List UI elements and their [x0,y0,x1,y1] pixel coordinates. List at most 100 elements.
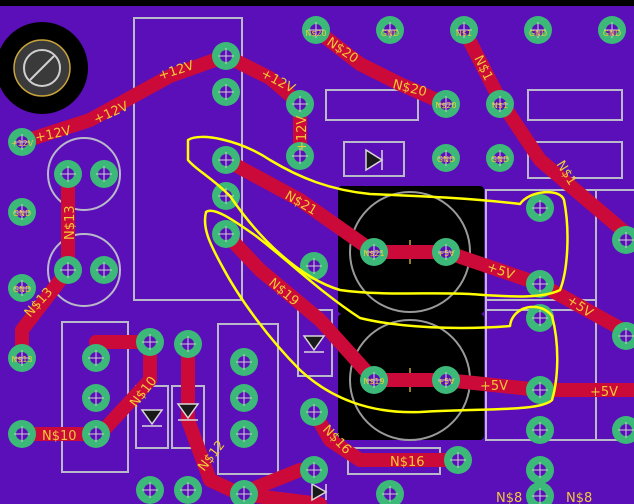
cap-outline-left1 [47,137,121,211]
pcb-pad [54,256,82,284]
diode-symbol-icon [302,335,326,353]
pcb-pad [174,476,202,504]
pcb-pad [174,330,202,358]
padlabel-cap2-n19: N$19 [363,377,384,386]
pcb-pad [136,328,164,356]
pcb-pad [450,16,478,44]
padlabel-top-n1: N$1 [456,29,472,38]
padlabel-top-n20: N$20 [305,29,326,38]
pcb-pad [212,42,240,70]
trace-n20 [309,23,453,111]
padlabel-gnd-mid2: GND [491,155,509,164]
pcb-pad [8,344,36,372]
diode-outline-top [343,141,405,177]
padlabel-n1-mid: N$1 [492,101,508,110]
padlabel-cap1-5v: +5V [437,249,455,258]
pcb-pad [432,90,460,118]
pads-layer [8,16,634,504]
label-n8-a: N$8 [496,491,522,504]
padlabel-12v: +12V [11,139,34,148]
highlight-n19-loop [203,209,559,414]
pcb-pad [230,384,258,412]
board-top-edge [0,0,634,6]
label-12v-c: +12V [34,124,73,146]
resistor-outline-top2 [527,89,623,121]
resistor-outline-top1 [325,89,419,121]
mounting-hole-icon [0,22,88,114]
ic-outline [133,17,243,301]
pcb-pad [90,256,118,284]
pcb-pad [612,226,634,254]
label-n10: N$10 [42,429,77,444]
padlabel-cap2-5v: +5V [437,377,455,386]
label-5v-c: +5V [480,379,508,394]
trace-n10 [15,335,157,441]
pcb-pad [230,480,258,504]
diode-symbol-icon [365,148,384,172]
trace-n1 [457,23,634,247]
diode-symbol-icon [176,403,200,421]
pcb-pad [526,482,554,504]
pcb-pad [432,366,460,394]
pcb-pad [8,128,36,156]
pcb-pad [300,252,328,280]
pcb-pad [8,198,36,226]
padlabel-gnd-left: GND [13,209,31,218]
pcb-pad [526,456,554,484]
pcb-pad [212,78,240,106]
pcb-pad [8,420,36,448]
diode-symbol-icon [140,409,164,427]
pcb-pad [376,480,404,504]
pcb-pad [300,398,328,426]
pcb-pad [8,274,36,302]
label-n13: N$13 [63,205,78,240]
pad-labels: N$20 GND N$1 GND GND +12V GND GND N$13 N… [11,29,621,386]
pcb-pad [612,416,634,444]
transistor-outline-2 [217,323,279,475]
pcb-pad [286,142,314,170]
pcb-pad [360,366,388,394]
cap-outline-left2 [47,233,121,307]
pcb-pad [526,416,554,444]
padlabel-gnd-left2: GND [13,285,31,294]
trace-n16 [307,405,465,467]
trace-n12 [181,337,307,501]
pcb-pad [376,16,404,44]
pcb-pad [486,144,514,172]
pcb-pad [360,238,388,266]
pcb-pad [212,146,240,174]
padlabel-top-gnd1: GND [381,29,399,38]
pcb-pad [54,160,82,188]
padlabel-n13: N$13 [11,355,32,364]
padlabel-gnd-mid1: GND [437,155,455,164]
label-12v-e: +12V [295,116,310,152]
pcb-pad [136,476,164,504]
pcb-pad [230,348,258,376]
pcb-pad [82,420,110,448]
pcb-pad [302,16,330,44]
pcb-pad [526,376,554,404]
pcb-pad [212,220,240,248]
pcb-pad [526,194,554,222]
pcb-pad [432,238,460,266]
padlabel-cap1-n21: N$21 [363,249,384,258]
pcb-pad [90,160,118,188]
resistor-outline-right [527,141,623,179]
padlabel-top-gnd2: GND [529,29,547,38]
pcb-pad [486,90,514,118]
padlabel-top-gnd3: GND [603,29,621,38]
pcb-pad [230,420,258,448]
pcb-pad [432,144,460,172]
electrolytic-capacitor-icon [349,191,471,313]
padlabel-n20-mid: N$20 [435,101,456,110]
pcb-pad [524,16,552,44]
pcb-pad [286,90,314,118]
label-5v-d: +5V [590,385,618,400]
highlight-annotations [186,135,569,414]
label-n8-b: N$8 [566,491,592,504]
pcb-pad [300,456,328,484]
pcb-pad [82,344,110,372]
pcb-pad [526,270,554,298]
pcb-pad [598,16,626,44]
